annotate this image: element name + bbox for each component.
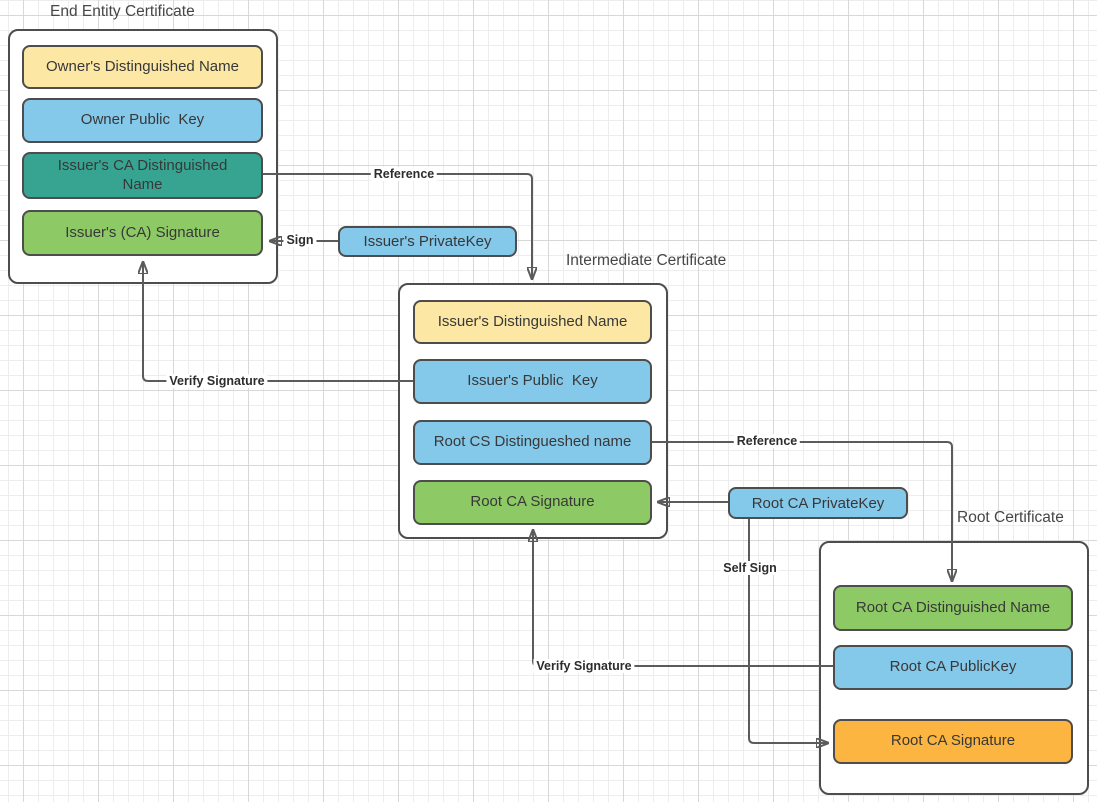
field-root-ca-distinguished-name[interactable]: Root CA Distinguished Name	[833, 585, 1073, 631]
edge-label-verify-signature-1: Verify Signature	[166, 374, 268, 388]
root-certificate-title: Root Certificate	[957, 509, 1064, 526]
field-issuers-distinguished-name[interactable]: Issuer's Distinguished Name	[413, 300, 652, 344]
node-root-ca-privatekey[interactable]: Root CA PrivateKey	[728, 487, 908, 519]
edge-verify-signature-ee[interactable]	[143, 262, 413, 382]
field-issuers-ca-distinguished-name[interactable]: Issuer's CA Distinguished Name	[22, 152, 263, 199]
edge-reference-int-to-root[interactable]	[652, 441, 952, 581]
field-owner-public-key[interactable]: Owner Public Key	[22, 98, 263, 143]
field-root-ca-signature-intermediate[interactable]: Root CA Signature	[413, 480, 652, 525]
end-entity-certificate-title: End Entity Certificate	[50, 3, 195, 20]
field-issuers-ca-signature[interactable]: Issuer's (CA) Signature	[22, 210, 263, 256]
intermediate-certificate-title: Intermediate Certificate	[566, 252, 727, 269]
edge-label-reference-2: Reference	[733, 434, 801, 448]
edge-self-sign[interactable]	[748, 519, 828, 743]
edge-label-sign: Sign	[283, 233, 317, 247]
field-root-ca-signature-root[interactable]: Root CA Signature	[833, 719, 1073, 764]
field-issuers-public-key[interactable]: Issuer's Public Key	[413, 359, 652, 404]
edge-label-self-sign: Self Sign	[720, 561, 780, 575]
edge-verify-signature-int[interactable]	[533, 530, 833, 667]
field-root-ca-publickey[interactable]: Root CA PublicKey	[833, 645, 1073, 690]
node-issuers-privatekey[interactable]: Issuer's PrivateKey	[338, 226, 517, 257]
edge-label-verify-signature-2: Verify Signature	[533, 659, 635, 673]
field-owners-distinguished-name[interactable]: Owner's Distinguished Name	[22, 45, 263, 89]
field-root-cs-distingueshed-name[interactable]: Root CS Distingueshed name	[413, 420, 652, 465]
edge-reference-ee-to-intermediate[interactable]	[263, 173, 532, 279]
edge-label-reference-1: Reference	[370, 167, 438, 181]
